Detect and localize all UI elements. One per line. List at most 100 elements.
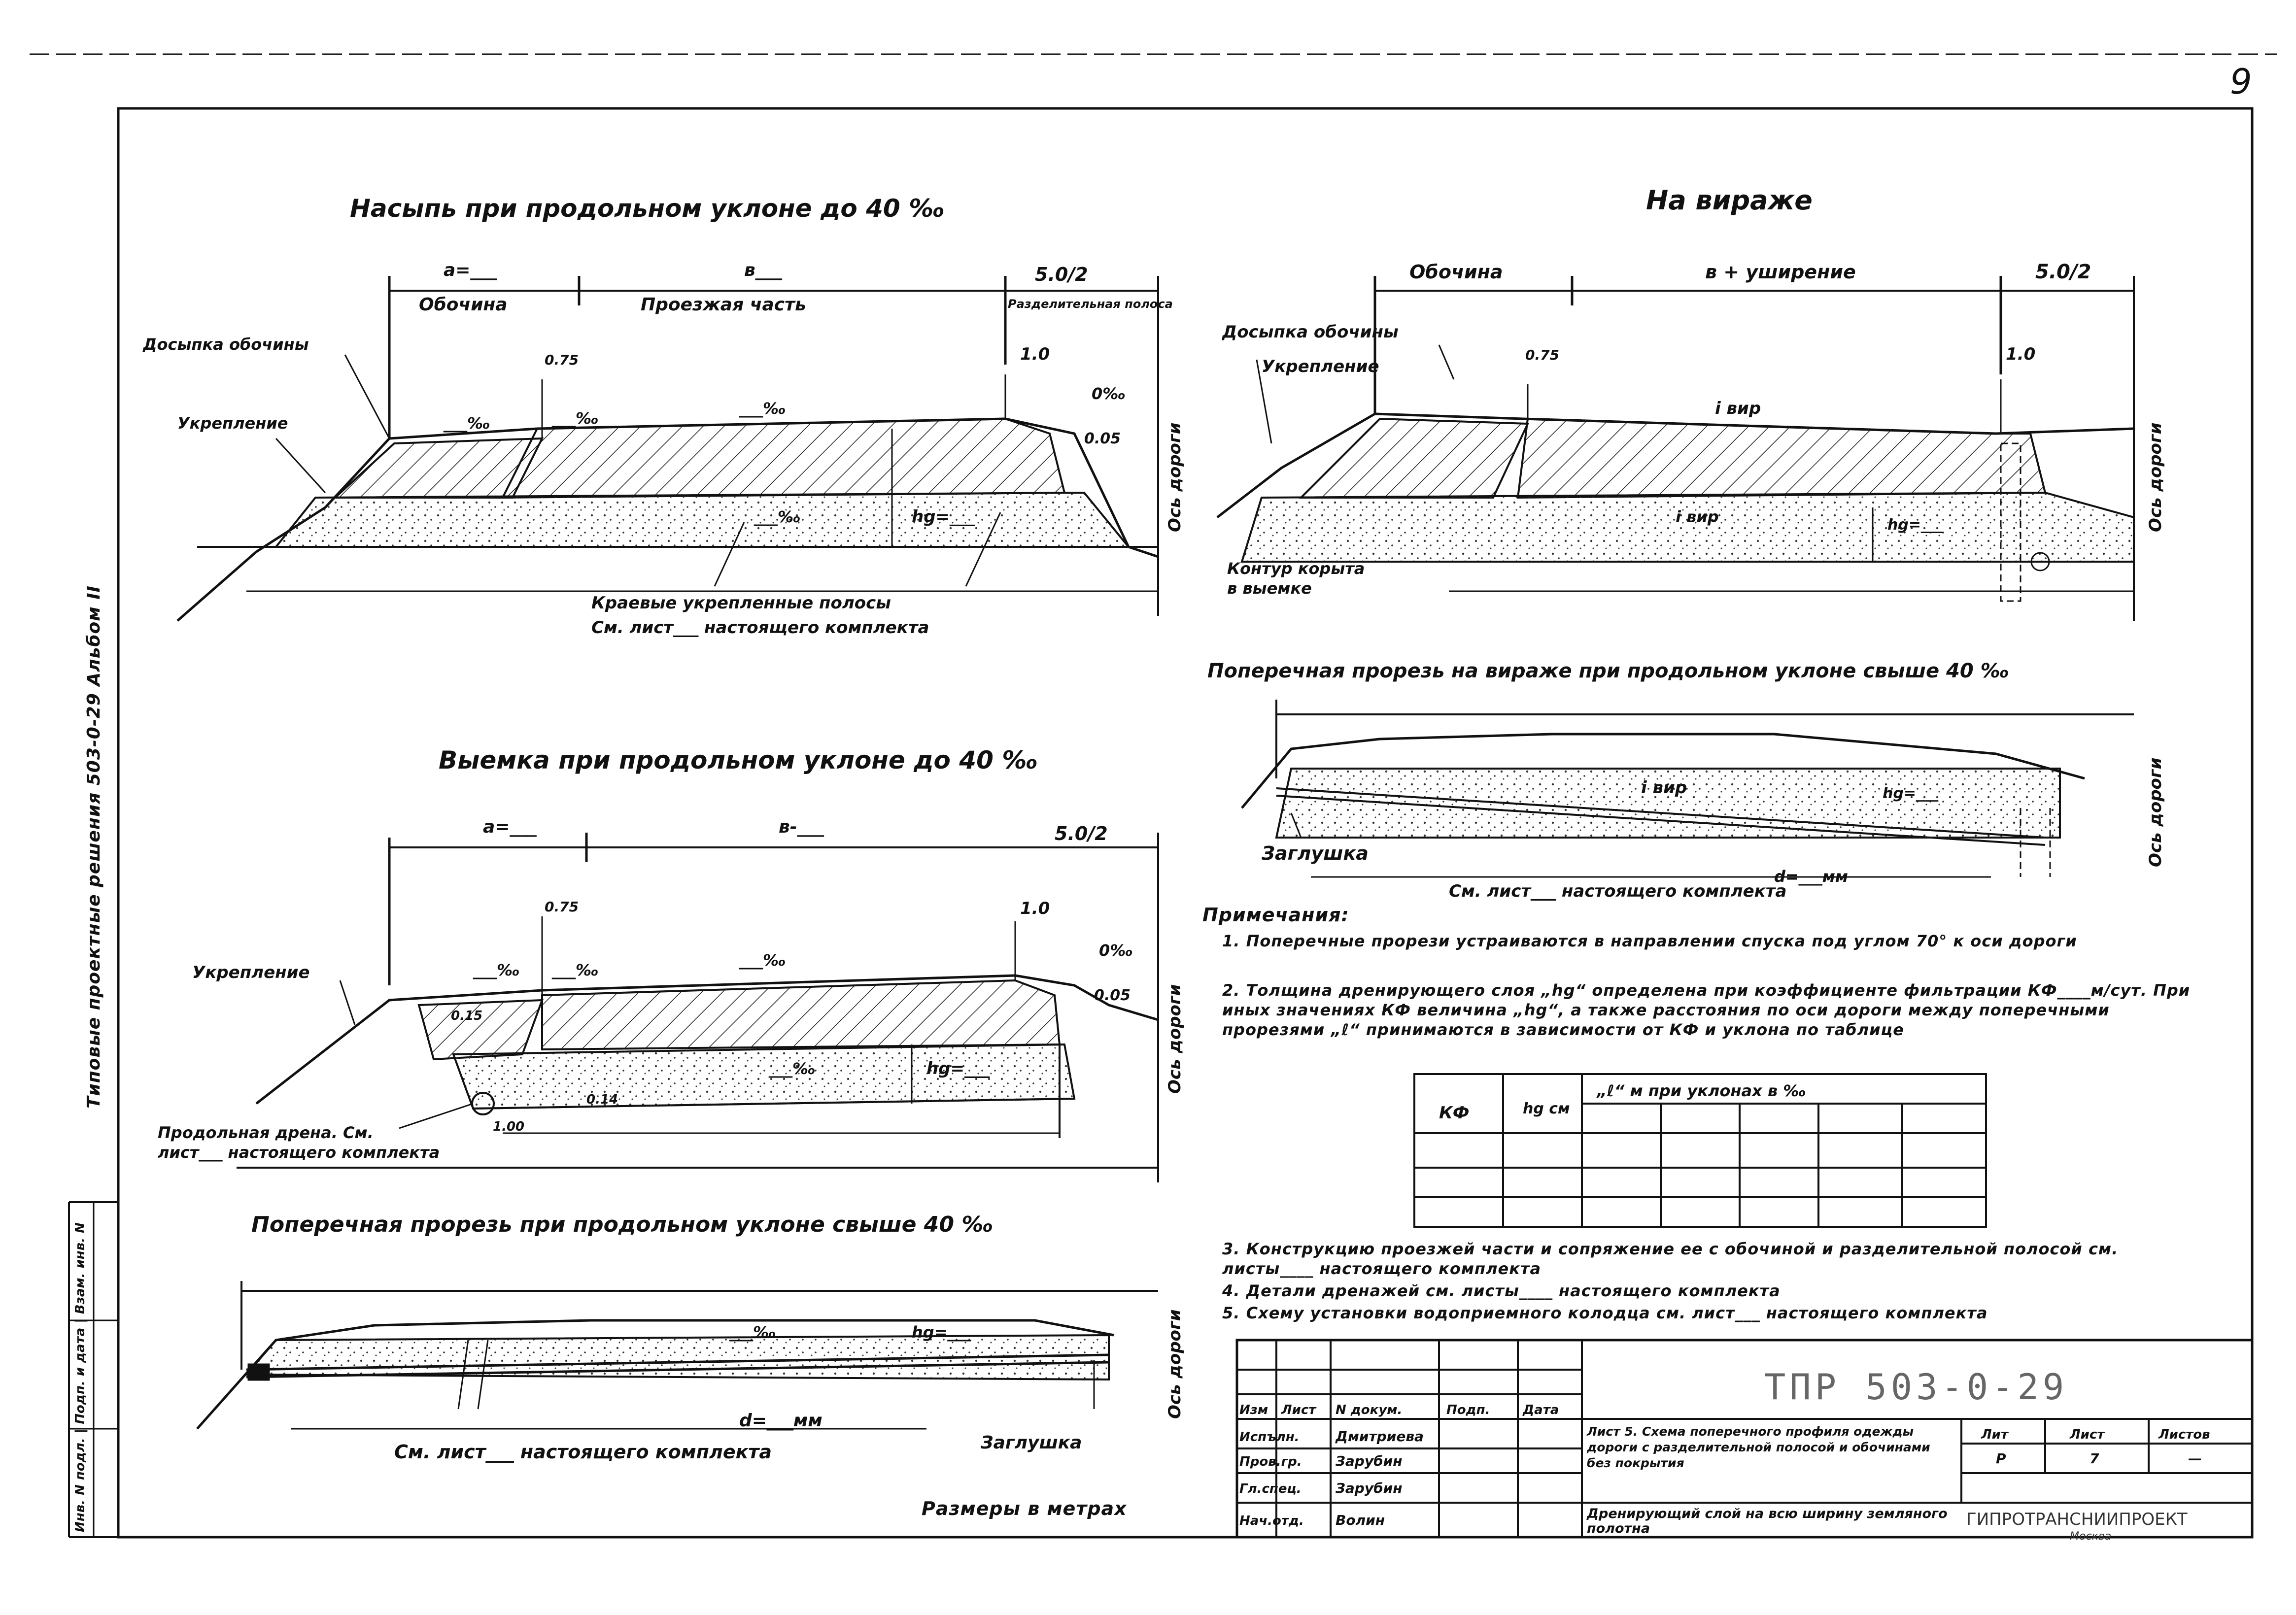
cross-drain-slope: ___‰ xyxy=(729,1323,776,1342)
title-block-description-2: Дренирующий слой на всю ширину земляного… xyxy=(1587,1506,1948,1536)
cross-drain-vir-plug: Заглушка xyxy=(1261,842,1369,864)
cut-dim-015: 0.15 xyxy=(451,1009,482,1023)
kf-table-col-hg: hg см xyxy=(1523,1100,1570,1117)
title-block-stage-value-lit: Р xyxy=(1996,1450,2006,1467)
kf-table xyxy=(1413,1073,1987,1228)
superelevation-dim-10: 1.0 xyxy=(2006,344,2035,364)
title-block-row-name-4: Волин xyxy=(1336,1512,1385,1528)
embankment-dim-10: 1.0 xyxy=(1020,344,1050,364)
embankment-dim-005: 0.05 xyxy=(1084,430,1121,447)
cross-drain-vir-i-vir: i вир xyxy=(1641,778,1687,798)
embankment-title: Насыпь при продольном уклоне до 40 ‰ xyxy=(350,194,945,223)
cut-slope-b: ___‰ xyxy=(551,961,599,979)
dimensions-note: Размеры в метрах xyxy=(922,1498,1127,1519)
note-item-4: 4. Детали дренажей см. листы____ настоящ… xyxy=(1222,1281,1781,1300)
cut-long-drain-label: Продольная дрена. См. xyxy=(158,1123,374,1142)
title-block-stage-header-sheets: Листов xyxy=(2158,1427,2210,1442)
cut-slope-bottom: ___‰ xyxy=(768,1059,816,1078)
title-block-row-role-2: Пров.гр. xyxy=(1239,1454,1302,1469)
embankment-slope-bottom: ___‰ xyxy=(754,507,801,526)
embankment-shoulder-topup-label: Досыпка обочины xyxy=(142,335,309,354)
embankment-b-label: в___ xyxy=(744,260,783,280)
cut-a-label: а=___ xyxy=(483,817,537,837)
superelevation-title: На вираже xyxy=(1646,185,1813,216)
cross-drain-vir-diagram xyxy=(1241,700,2134,878)
title-block-row-name-2: Зарубин xyxy=(1335,1453,1403,1469)
embankment-road-axis-label: Ось дороги xyxy=(1165,423,1185,533)
title-block-header-doc: N докум. xyxy=(1336,1403,1402,1417)
cut-divider-half-label: 5.0/2 xyxy=(1055,823,1108,844)
embankment-slope-zero: 0‰ xyxy=(1092,384,1126,403)
title-block-row-name-3: Зарубин xyxy=(1335,1480,1403,1496)
note-item-3: 3. Конструкцию проезжей части и сопряжен… xyxy=(1222,1240,2119,1278)
cut-reinforcement-label: Укрепление xyxy=(192,963,310,982)
cut-hg-label: hg=___ xyxy=(926,1059,990,1078)
cut-road-axis-label: Ось дороги xyxy=(1165,984,1185,1094)
note-item-2: 2. Толщина дренирующего слоя „hg“ опреде… xyxy=(1222,981,2191,1039)
cut-dim-075: 0.75 xyxy=(545,899,579,915)
superelevation-reinforcement-label: Укрепление xyxy=(1262,357,1379,376)
note-item-5: 5. Схему установки водоприемного колодца… xyxy=(1222,1304,1988,1322)
cut-title: Выемка при продольном уклоне до 40 ‰ xyxy=(439,746,1038,774)
title-block-stage-header-list: Лист xyxy=(2069,1427,2105,1442)
superelevation-i-vir-top: i вир xyxy=(1715,399,1761,418)
cross-drain-vir-see-sheet: См. лист___ настоящего комплекта xyxy=(1449,881,1786,901)
title-block-row-role-3: Гл.спец. xyxy=(1239,1481,1302,1496)
sheet-frame xyxy=(30,53,2277,1539)
superelevation-dim-075: 0.75 xyxy=(1525,347,1559,363)
cross-drain-hg: hg=___ xyxy=(912,1323,972,1342)
cut-b-label: в-___ xyxy=(779,817,824,837)
embankment-shoulder-label: Обочина xyxy=(419,295,508,315)
page-number: 9 xyxy=(2230,62,2252,102)
cut-dim-005: 0.05 xyxy=(1094,987,1131,1004)
cross-drain-road-axis: Ось дороги xyxy=(1165,1310,1185,1419)
embankment-dim-075: 0.75 xyxy=(545,352,579,368)
cut-dim-100: 1.00 xyxy=(493,1119,524,1134)
note-item-1: 1. Поперечные прорези устраиваются в нап… xyxy=(1222,932,2077,950)
cross-drain-plug: Заглушка xyxy=(980,1433,1082,1453)
cross-drain-vir-d: d=___мм xyxy=(1774,867,1848,886)
cross-drain-vir-road-axis: Ось дороги xyxy=(2146,758,2165,868)
title-block-row-role-4: Нач.отд. xyxy=(1239,1514,1304,1528)
embankment-hg-label: hg=___ xyxy=(912,507,975,527)
embankment-divider-half-label: 5.0/2 xyxy=(1035,264,1088,285)
cut-slope-zero: 0‰ xyxy=(1099,941,1133,960)
title-block xyxy=(1235,1339,2254,1539)
cross-drain-d: d=___мм xyxy=(739,1411,822,1431)
superelevation-cut-contour-label-2: в выемке xyxy=(1227,579,1312,598)
superelevation-diagram xyxy=(1216,276,2135,621)
kf-table-col-l: „ℓ“ м при уклонах в ‰ xyxy=(1596,1081,1806,1100)
kf-table-col-kf: КФ xyxy=(1439,1103,1470,1123)
embankment-see-sheet-label: См. лист___ настоящего комплекта xyxy=(591,618,929,638)
cross-drain-title: Поперечная прорезь при продольном уклоне… xyxy=(251,1212,993,1237)
superelevation-i-vir-bottom: i вир xyxy=(1676,507,1719,526)
embankment-a-label: а=___ xyxy=(444,260,497,280)
superelevation-hg-label: hg=___ xyxy=(1887,516,1944,534)
title-block-description-1: Лист 5. Схема поперечного профиля одежды… xyxy=(1587,1424,1930,1470)
title-block-city: Москва xyxy=(2070,1530,2111,1543)
cut-long-drain-label-2: лист___ настоящего комплекта xyxy=(158,1143,440,1162)
cross-drain-vir-hg: hg=___ xyxy=(1883,785,1939,802)
side-stamp: Типовые проектные решения 503-0-29 Альбо… xyxy=(84,585,104,1109)
embankment-carriageway-label: Проезжая часть xyxy=(641,295,806,315)
superelevation-shoulder-topup-label: Досыпка обочины xyxy=(1222,322,1399,342)
superelevation-b-widen-label: в + уширение xyxy=(1705,261,1856,283)
embankment-slope-main: ___‰ xyxy=(739,399,786,418)
notes-heading: Примечания: xyxy=(1202,904,1349,926)
superelevation-shoulder-label: Обочина xyxy=(1409,261,1503,283)
superelevation-cut-contour-label-1: Контур корыта xyxy=(1227,559,1365,578)
title-block-stage-value-list: 7 xyxy=(2090,1450,2099,1467)
cut-dim-014: 0.14 xyxy=(586,1092,618,1107)
inventory-column: Инв. N подл. | Подп. и дата | Взам. инв.… xyxy=(73,1222,88,1532)
title-block-header-sign: Подп. xyxy=(1446,1403,1490,1417)
cross-drain-vir-title: Поперечная прорезь на вираже при продоль… xyxy=(1207,660,2009,682)
embankment-divider-strip-label: Разделительная полоса xyxy=(1008,297,1173,311)
cut-diagram xyxy=(237,833,1159,1182)
embankment-slope-mid: ___‰ xyxy=(551,409,599,428)
title-block-header-date: Дата xyxy=(1522,1403,1559,1417)
title-block-code: ТПР 503-0-29 xyxy=(1764,1366,2068,1408)
cross-drain-see-sheet: См. лист___ настоящего комплекта xyxy=(394,1441,772,1463)
cut-slope-a: ___‰ xyxy=(473,961,520,979)
cut-dim-10: 1.0 xyxy=(1020,899,1050,918)
